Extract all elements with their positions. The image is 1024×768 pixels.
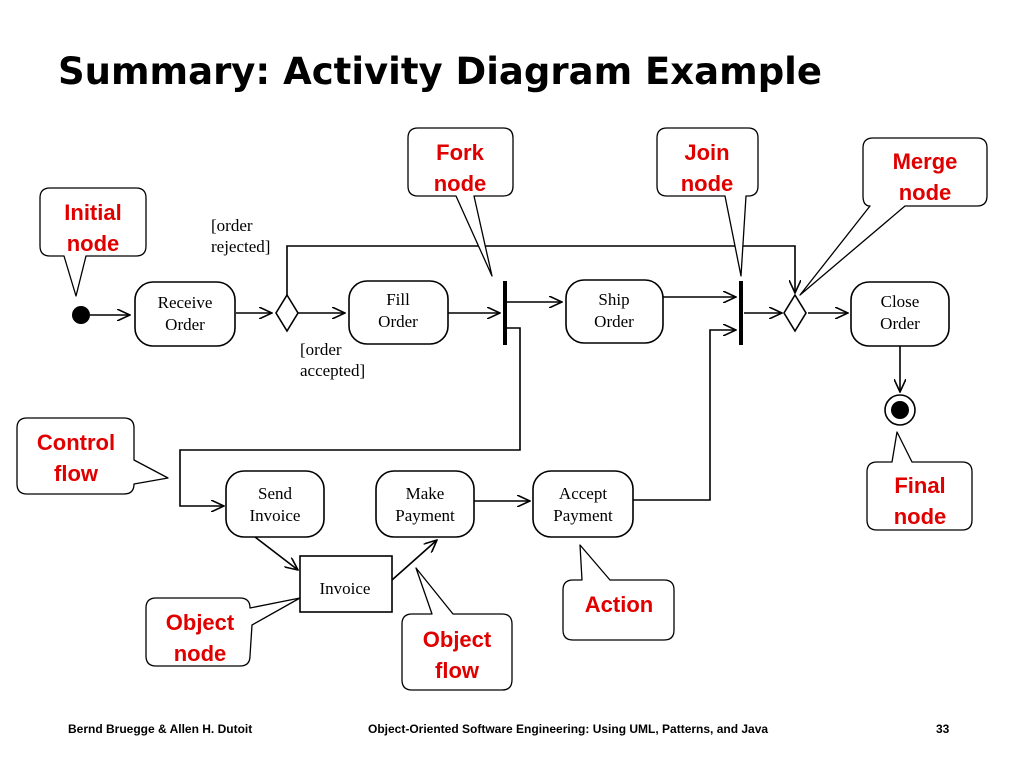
activity-send-invoice <box>225 470 325 538</box>
send-invoice-line2: Invoice <box>250 506 301 525</box>
callout-merge-line1: Merge <box>893 149 958 174</box>
close-order-line1: Close <box>881 292 920 311</box>
object-node-invoice <box>299 555 393 613</box>
callout-object-node <box>145 597 301 667</box>
ship-order-line1: Ship <box>598 290 629 309</box>
merge-node <box>783 293 807 333</box>
callout-join-node <box>656 127 759 277</box>
control-flow-accept-join <box>633 330 736 501</box>
callout-object-flow <box>401 567 513 691</box>
callout-initial-line1: Initial <box>64 200 121 225</box>
guard-rejected-line2: rejected] <box>211 237 270 256</box>
fill-order-line2: Order <box>378 312 418 331</box>
callout-final-line2: node <box>894 504 947 529</box>
initial-node <box>72 306 90 324</box>
activity-make-payment <box>375 470 475 538</box>
callout-control-line1: Control <box>37 430 115 455</box>
callout-final-node <box>866 431 973 531</box>
slide-title: Summary: Activity Diagram Example <box>58 50 822 93</box>
callout-object-flow-line2: flow <box>435 658 480 683</box>
make-payment-line1: Make <box>406 484 445 503</box>
callout-fork-line1: Fork <box>436 140 484 165</box>
callout-object-node-line2: node <box>174 641 227 666</box>
callout-join-line1: Join <box>684 140 729 165</box>
callout-merge-line2: node <box>899 180 952 205</box>
callout-action <box>562 544 675 641</box>
object-flow-send-invoice <box>254 536 298 570</box>
callout-object-flow-line1: Object <box>423 627 492 652</box>
activity-receive-order <box>134 281 236 347</box>
callout-fork-node <box>407 127 514 277</box>
make-payment-line2: Payment <box>395 506 455 525</box>
accept-payment-line2: Payment <box>553 506 613 525</box>
control-flow-fork-send-invoice <box>179 327 521 506</box>
receive-order-line1: Receive <box>158 293 213 312</box>
decision-node <box>275 293 299 333</box>
ship-order-line2: Order <box>594 312 634 331</box>
guard-rejected-line1: [order <box>211 216 253 235</box>
callout-object-node-line1: Object <box>166 610 235 635</box>
activity-close-order <box>850 281 950 347</box>
activity-ship-order <box>565 279 664 344</box>
callout-control-line2: flow <box>54 461 99 486</box>
object-flow-invoice-make <box>391 540 437 581</box>
close-order-line2: Order <box>880 314 920 333</box>
fill-order-line1: Fill <box>386 290 410 309</box>
final-node-dot <box>891 401 909 419</box>
receive-order-line2: Order <box>165 315 205 334</box>
guard-accepted-line2: accepted] <box>300 361 365 380</box>
callout-join-line2: node <box>681 171 734 196</box>
invoice-label: Invoice <box>320 579 371 598</box>
accept-payment-line1: Accept <box>559 484 607 503</box>
callout-control-flow <box>16 417 169 495</box>
callout-fork-line2: node <box>434 171 487 196</box>
send-invoice-line1: Send <box>258 484 293 503</box>
guard-accepted-line1: [order <box>300 340 342 359</box>
callout-initial-node <box>39 187 147 297</box>
footer-page-number: 33 <box>936 722 950 736</box>
callout-initial-line2: node <box>67 231 120 256</box>
footer-authors: Bernd Bruegge & Allen H. Dutoit <box>68 722 253 736</box>
callout-merge-node <box>799 137 988 296</box>
callout-action-label: Action <box>585 592 653 617</box>
callout-final-line1: Final <box>894 473 945 498</box>
activity-accept-payment <box>532 470 634 538</box>
footer-book-title: Object-Oriented Software Engineering: Us… <box>368 722 769 736</box>
activity-fill-order <box>348 280 449 345</box>
control-flow-rejected <box>286 245 795 295</box>
